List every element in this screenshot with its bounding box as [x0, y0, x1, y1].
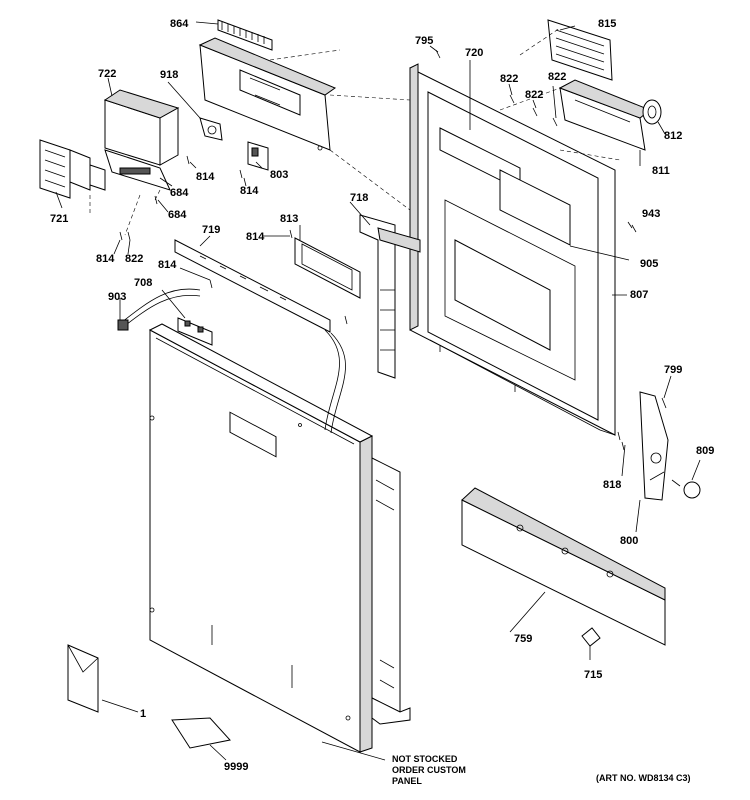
label-759: 759 [514, 633, 532, 645]
label-803: 803 [270, 169, 288, 181]
label-822b: 822 [500, 73, 518, 85]
bag-9999 [171, 717, 231, 761]
label-822d: 822 [548, 71, 566, 83]
note-line-2: ORDER CUSTOM [392, 765, 466, 775]
literature-1 [67, 644, 139, 713]
label-903: 903 [108, 291, 126, 303]
label-800: 800 [620, 535, 638, 547]
ribbon-cable-door [324, 329, 340, 431]
label-812: 812 [664, 130, 682, 142]
ribbon-cable-903 [117, 288, 201, 331]
label-708: 708 [134, 277, 152, 289]
cam-part [671, 479, 701, 499]
label-905: 905 [640, 258, 658, 270]
label-9999: 9999 [224, 761, 248, 773]
door-handle-recess [229, 411, 277, 458]
label-795: 795 [415, 35, 433, 47]
inner-door-liner [409, 63, 616, 436]
label-814a: 814 [196, 171, 215, 183]
part-labels: 864 722 918 721 814 814 803 684 684 814 … [50, 18, 714, 773]
label-813: 813 [280, 213, 298, 225]
label-943: 943 [642, 208, 660, 220]
label-814b: 814 [240, 185, 259, 197]
board-813 [294, 237, 361, 299]
art-number: (ART NO. WD8134 C3) [596, 773, 691, 783]
control-board-719 [174, 239, 331, 333]
label-719: 719 [202, 224, 220, 236]
rail-718 [359, 214, 421, 379]
solenoid-721 [39, 139, 106, 199]
screw-715 [581, 627, 601, 660]
label-814e: 814 [246, 231, 265, 243]
note-line-3: PANEL [392, 776, 422, 786]
label-720: 720 [465, 47, 483, 59]
vent-815 [547, 19, 613, 81]
custom-panel-side-strip [321, 457, 411, 761]
label-814c: 814 [96, 253, 115, 265]
screws [119, 49, 637, 451]
label-918: 918 [160, 69, 178, 81]
outer-door-panel [148, 323, 374, 753]
label-721: 721 [50, 213, 68, 225]
label-722: 722 [98, 68, 116, 80]
label-818: 818 [603, 479, 621, 491]
cover-811 [558, 79, 651, 151]
label-822c: 822 [525, 89, 543, 101]
bottom-trim-part [461, 487, 666, 646]
label-807: 807 [630, 289, 648, 301]
note-line-1: NOT STOCKED [392, 754, 458, 764]
label-715: 715 [584, 669, 602, 681]
label-809: 809 [696, 445, 714, 457]
label-684b: 684 [168, 209, 187, 221]
label-811: 811 [652, 165, 670, 177]
actuator-918 [199, 117, 223, 141]
label-815: 815 [598, 18, 616, 30]
cap-812 [642, 99, 662, 125]
connector-708 [177, 317, 213, 346]
label-814d: 814 [158, 259, 177, 271]
switch-803 [247, 141, 269, 171]
screw-799 [661, 397, 667, 409]
label-718: 718 [350, 192, 368, 204]
label-684a: 684 [170, 187, 189, 199]
label-799: 799 [664, 364, 682, 376]
control-housing [198, 37, 337, 151]
dispenser-box-722 [103, 89, 180, 191]
label-1: 1 [140, 708, 146, 720]
not-stocked-note: NOT STOCKED ORDER CUSTOM PANEL [392, 754, 466, 786]
hinge-part [635, 391, 669, 533]
label-864: 864 [170, 18, 189, 30]
label-822a: 822 [125, 253, 143, 265]
vent-strip-864 [217, 19, 273, 51]
